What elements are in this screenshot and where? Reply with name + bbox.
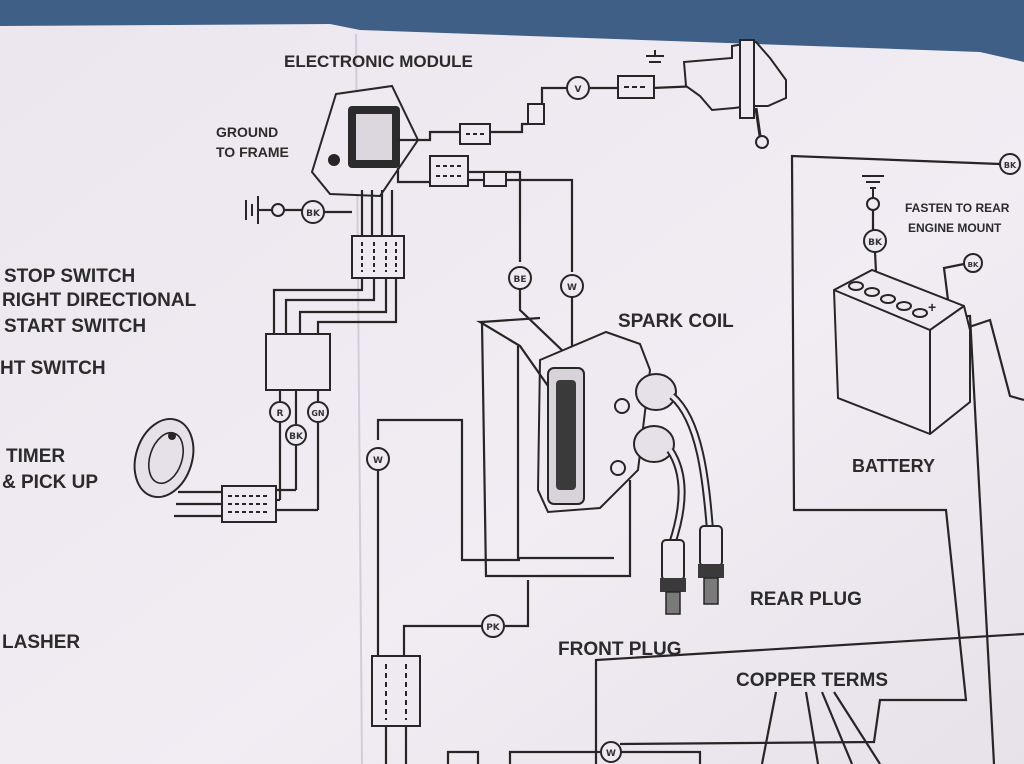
connector-module-right <box>429 155 469 187</box>
wire-tag-bk-top-right: BK <box>999 153 1021 175</box>
wire-tag-w-top: W <box>560 274 584 298</box>
label-engine-mount: ENGINE MOUNT <box>908 221 1002 235</box>
wire-tag-pk: PK <box>481 614 505 638</box>
label-to-frame: TO FRAME <box>216 144 289 160</box>
connector-harness-main <box>351 235 405 279</box>
connector-top-small <box>527 103 545 125</box>
battery: + <box>832 268 971 436</box>
label-front-plug: FRONT PLUG <box>558 639 682 660</box>
sensor-component <box>646 39 787 149</box>
pk-wire <box>402 580 530 658</box>
label-start-switch: START SWITCH <box>4 316 146 337</box>
label-fasten-to-rear: FASTEN TO REAR <box>905 201 1010 215</box>
connector-sensor <box>617 75 655 99</box>
svg-text:V: V <box>575 85 582 95</box>
svg-text:+: + <box>928 299 936 315</box>
module-harness <box>360 190 394 238</box>
svg-text:W: W <box>373 456 383 466</box>
svg-text:BK: BK <box>1004 161 1017 170</box>
switch-connector <box>265 333 331 391</box>
label-timer: TIMER <box>6 446 65 467</box>
svg-text:BK: BK <box>289 432 304 442</box>
connector-timer <box>221 485 277 523</box>
svg-text:W: W <box>567 283 577 293</box>
label-ground: GROUND <box>216 124 278 140</box>
copper-terms-leaders <box>760 691 881 764</box>
svg-text:BE: BE <box>513 275 526 285</box>
svg-text:PK: PK <box>486 623 501 633</box>
paper-sheet <box>0 24 1024 764</box>
label-spark-coil: SPARK COIL <box>618 311 734 332</box>
svg-text:R: R <box>277 409 284 419</box>
svg-text:W: W <box>606 749 616 759</box>
timer-wires <box>174 390 320 518</box>
wire-tag-w-bottom: W <box>600 741 622 763</box>
wire-tag-be: BE <box>508 266 532 290</box>
spark-plug-rear <box>698 525 724 605</box>
label-rear-plug: REAR PLUG <box>750 589 862 610</box>
wire-tag-bk-timer: BK <box>285 424 307 446</box>
svg-text:GN: GN <box>311 409 324 418</box>
label-light-switch: HT SWITCH <box>0 358 106 379</box>
wire-tag-w-left: W <box>366 447 390 471</box>
connector-top-1 <box>459 123 491 145</box>
wire-tag-gn: GN <box>307 401 329 423</box>
label-stop-switch: STOP SWITCH <box>4 266 135 287</box>
wire-tag-bk-battery: BK <box>863 229 887 253</box>
wire-tag-v: V <box>566 76 590 100</box>
coil-return-wires <box>376 316 632 658</box>
bottom-wires <box>446 750 702 764</box>
ground-symbol-left <box>245 196 302 224</box>
wire-tag-bk-ground: BK <box>301 200 325 224</box>
label-battery: BATTERY <box>852 456 935 476</box>
wire-tag-bk-battery-plus: BK <box>963 253 983 273</box>
svg-text:BK: BK <box>306 209 321 219</box>
svg-text:BK: BK <box>868 238 883 248</box>
label-copper-terms: COPPER TERMS <box>736 670 888 691</box>
wire-tag-r: R <box>269 401 291 423</box>
svg-text:BK: BK <box>968 261 979 269</box>
label-right-directional: RIGHT DIRECTIONAL <box>2 290 197 311</box>
electronic-module <box>310 84 420 198</box>
label-flasher: LASHER <box>2 632 80 653</box>
connector-bottom <box>371 655 421 764</box>
spark-coil <box>536 330 677 514</box>
spark-plug-front <box>660 539 686 615</box>
wires-to-switches <box>272 278 398 336</box>
inline-fuse <box>483 171 507 187</box>
timer-pickup-component <box>133 417 195 499</box>
plug-leads <box>666 392 714 546</box>
label-electronic-module: ELECTRONIC MODULE <box>284 52 473 71</box>
ground-symbol-battery <box>862 175 884 273</box>
battery-positive-wire <box>942 262 965 301</box>
label-pick-up: & PICK UP <box>2 472 98 493</box>
